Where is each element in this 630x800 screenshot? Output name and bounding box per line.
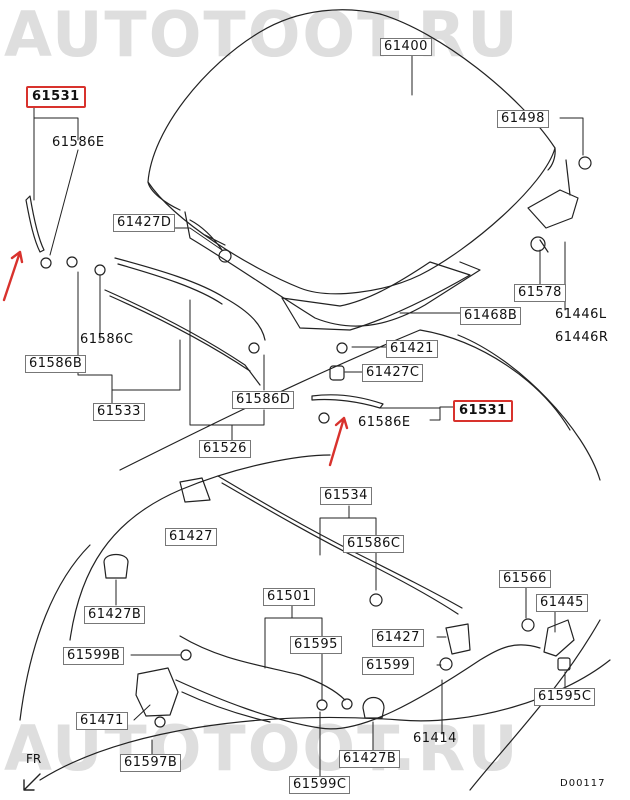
part-61471-label: 61471 <box>76 712 128 730</box>
part-61595c-label: 61595C <box>534 688 596 706</box>
seal-61526 <box>114 257 266 341</box>
hinge <box>527 159 579 253</box>
part-61445-label: 61445 <box>536 594 588 612</box>
hood-inner-frame <box>184 211 481 327</box>
part-61531-label-right: 61531 <box>453 400 513 422</box>
part-61427-label-right: 61427 <box>372 629 424 647</box>
part-61599-label: 61599 <box>362 657 414 675</box>
part-61586b-label: 61586B <box>25 355 87 373</box>
part-61586c-label-mid: 61586C <box>343 535 405 553</box>
body-outline <box>69 454 331 641</box>
part-61446r-label: 61446R <box>555 330 609 345</box>
fr-arrow-icon <box>23 773 41 791</box>
part-61400-label: 61400 <box>380 38 432 56</box>
figure-code: D00117 <box>560 778 606 789</box>
latch <box>135 667 179 717</box>
part-61599b-label: 61599B <box>63 647 125 665</box>
highlight-arrow-left <box>2 250 24 302</box>
bracket-61427 <box>445 623 471 655</box>
part-61421-label: 61421 <box>386 340 438 358</box>
insulator-left <box>25 195 45 253</box>
bumper-61427 <box>179 477 211 503</box>
watermark-top: AUTOTOOT.RU <box>4 0 520 71</box>
hood-inner-panel <box>281 261 471 331</box>
part-61586e-label-right: 61586E <box>358 415 411 430</box>
part-61586c-label-top: 61586C <box>80 332 134 347</box>
hood-edge <box>147 147 556 211</box>
highlight-arrow-right <box>328 416 349 467</box>
insulator-right <box>311 394 384 409</box>
part-61427b-label-bottom: 61427B <box>339 750 401 768</box>
part-61533-label: 61533 <box>93 403 145 421</box>
part-61534-label: 61534 <box>320 487 372 505</box>
release-cable <box>179 635 346 701</box>
part-61427b-label-left: 61427B <box>84 606 146 624</box>
part-61427d-label: 61427D <box>113 214 176 232</box>
bumper-61427B <box>103 553 129 579</box>
part-61531-label-left: 61531 <box>26 86 86 108</box>
latch-striker-61427B <box>362 696 385 719</box>
part-61597b-label: 61597B <box>120 754 182 772</box>
part-61427c-label: 61427C <box>362 364 424 382</box>
part-61526-label: 61526 <box>199 440 251 458</box>
part-61501-label: 61501 <box>263 588 315 606</box>
part-61586e-label-left: 61586E <box>52 135 105 150</box>
part-61427-label: 61427 <box>165 528 217 546</box>
part-61599c-label: 61599C <box>289 776 351 794</box>
part-61446l-label: 61446L <box>555 307 607 322</box>
release-handle <box>543 619 575 657</box>
seal-61534 <box>217 475 463 609</box>
seal-61533 <box>104 289 261 386</box>
part-61595-label: 61595 <box>290 636 342 654</box>
part-61578-label: 61578 <box>514 284 566 302</box>
direction-label: FR <box>26 752 42 766</box>
part-61498-label: 61498 <box>497 110 549 128</box>
hood-panel <box>147 9 556 295</box>
part-61414-label: 61414 <box>413 731 457 746</box>
part-61468b-label: 61468B <box>460 307 522 325</box>
part-61566-label: 61566 <box>499 570 551 588</box>
part-61586d-label: 61586D <box>232 391 295 409</box>
